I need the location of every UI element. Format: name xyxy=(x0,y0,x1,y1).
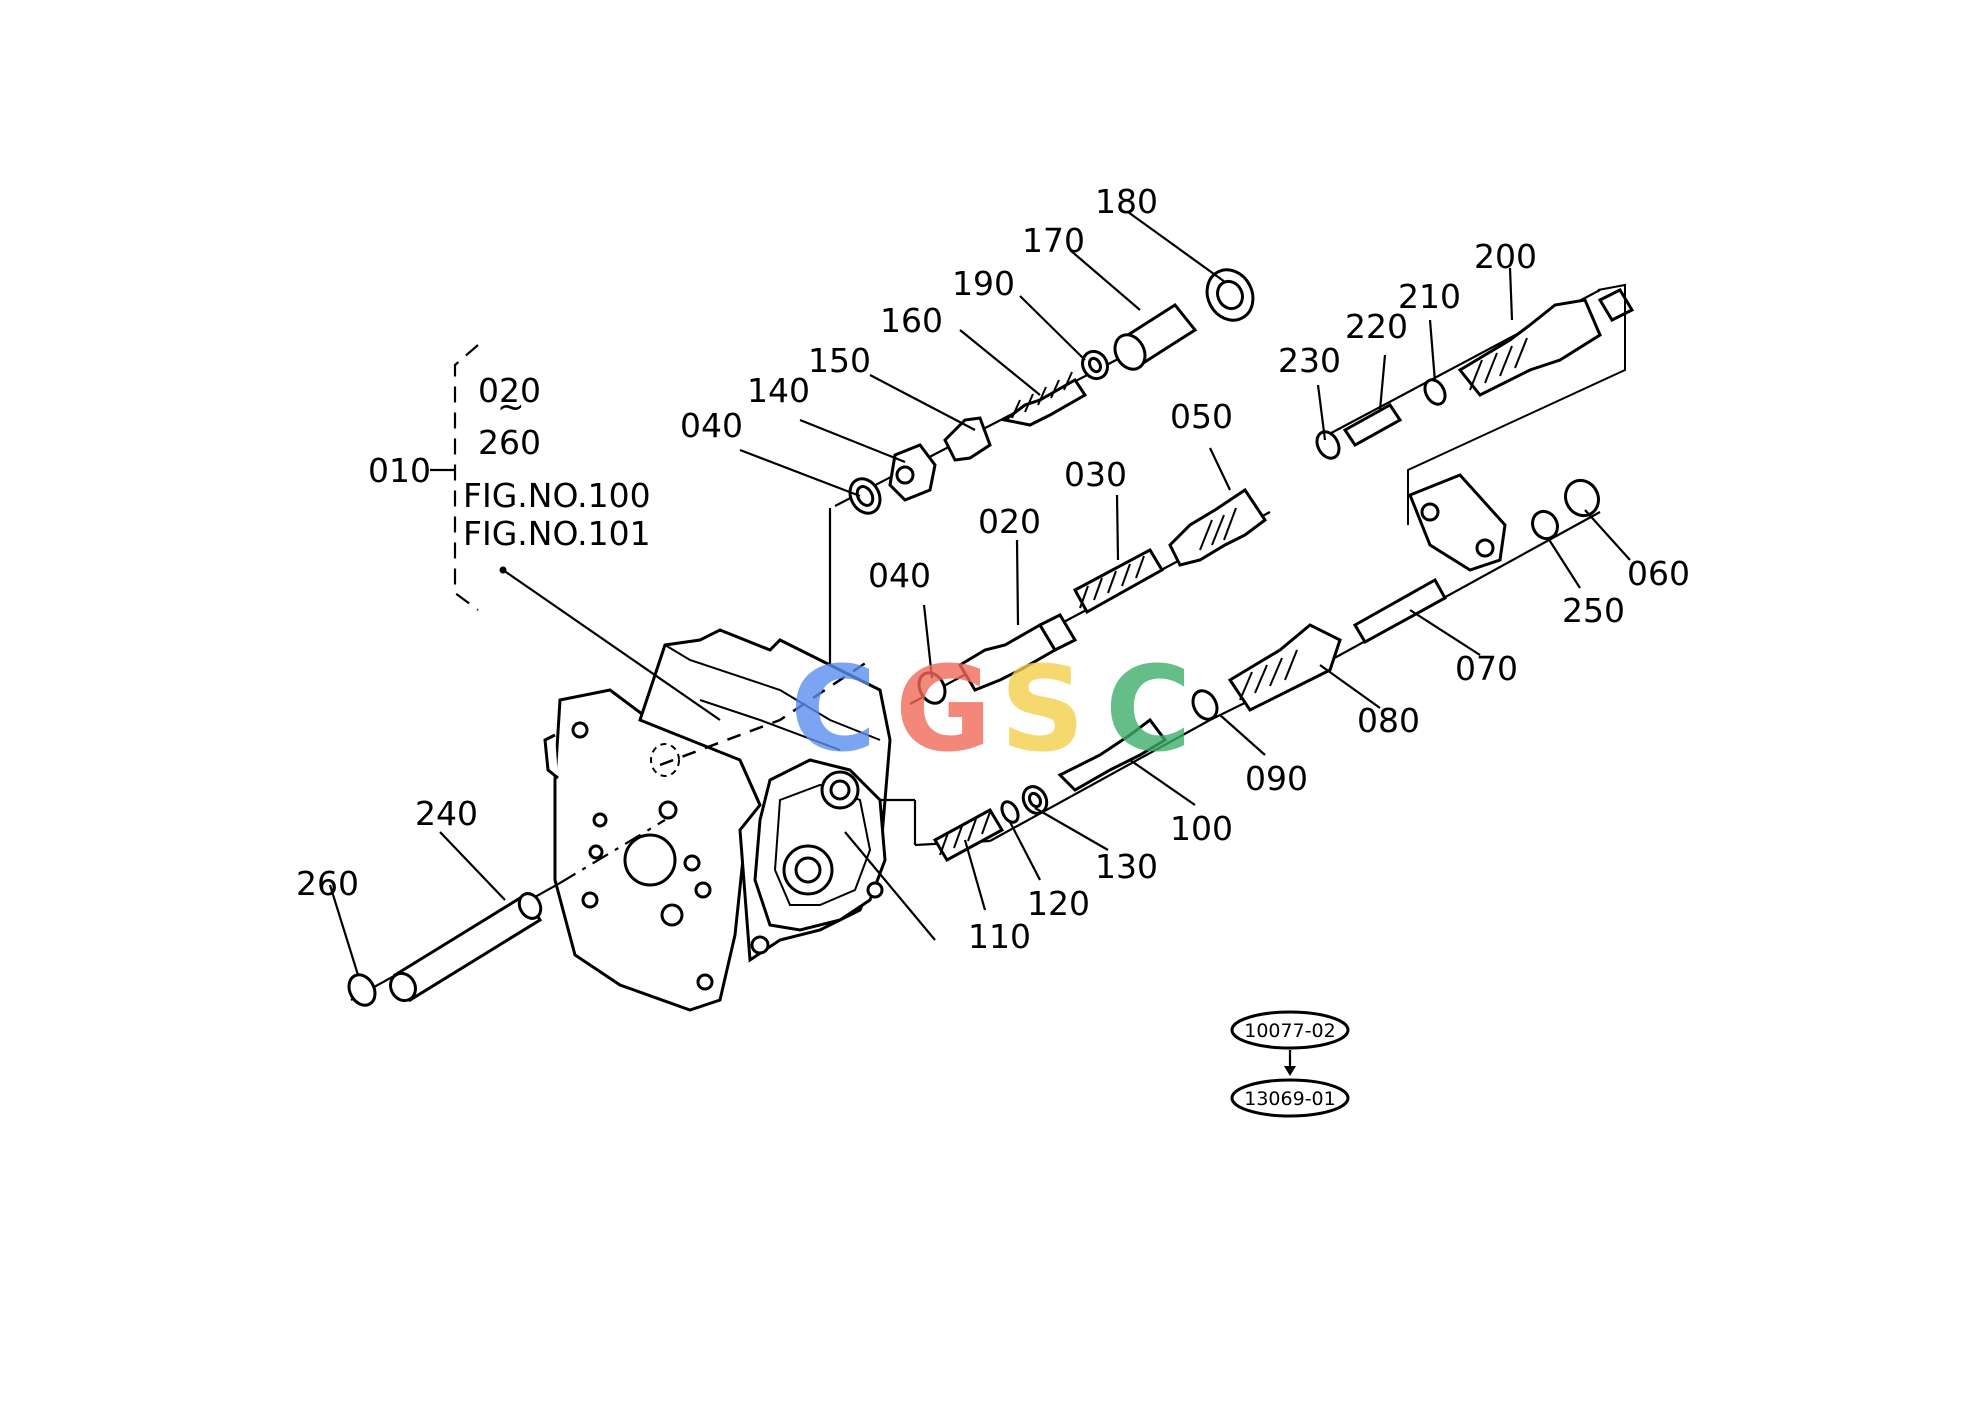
callout-110: 110 xyxy=(968,917,1031,956)
callout-200: 200 xyxy=(1474,237,1537,276)
callout-250: 250 xyxy=(1562,591,1625,630)
watermark-logo: C G S C xyxy=(790,640,1192,778)
callout-040-upper: 040 xyxy=(680,406,743,445)
callout-180: 180 xyxy=(1095,182,1158,221)
callout-160: 160 xyxy=(880,301,943,340)
callout-090: 090 xyxy=(1245,759,1308,798)
callout-040-middle: 040 xyxy=(868,556,931,595)
callout-070: 070 xyxy=(1455,649,1518,688)
fig-ref-100: FIG.NO.100 xyxy=(463,476,651,515)
upper-parts xyxy=(848,268,1255,515)
callout-220: 220 xyxy=(1345,307,1408,346)
callout-010: 010 xyxy=(368,451,431,490)
callout-210: 210 xyxy=(1398,277,1461,316)
callout-190: 190 xyxy=(952,264,1015,303)
leader-lines xyxy=(328,211,1631,976)
valve-housing xyxy=(543,628,892,1012)
upper-right-parts xyxy=(1315,283,1635,525)
callout-240: 240 xyxy=(415,794,478,833)
callout-030: 030 xyxy=(1064,455,1127,494)
callout-020: 020 xyxy=(978,502,1041,541)
reference-code-top: 10077-02 xyxy=(1244,1020,1335,1042)
callout-150: 150 xyxy=(808,341,871,380)
lower-parts xyxy=(347,473,1600,1007)
callout-230: 230 xyxy=(1278,341,1341,380)
callout-labels: 010 020 ~ 260 FIG.NO.100 FIG.NO.101 180 … xyxy=(296,182,1690,956)
watermark-letter: G xyxy=(895,640,992,778)
middle-parts xyxy=(917,487,1268,705)
callout-080: 080 xyxy=(1357,701,1420,740)
callout-260-group: 260 xyxy=(478,423,541,462)
callout-050: 050 xyxy=(1170,397,1233,436)
callout-260: 260 xyxy=(296,864,359,903)
group-bracket xyxy=(430,344,721,721)
callout-100: 100 xyxy=(1170,809,1233,848)
fig-ref-101: FIG.NO.101 xyxy=(463,514,651,553)
reference-codes: 10077-02 13069-01 xyxy=(1230,1010,1350,1118)
callout-060: 060 xyxy=(1627,554,1690,593)
callout-120: 120 xyxy=(1027,884,1090,923)
watermark-letter: C xyxy=(1105,640,1192,778)
callout-020-group: 020 xyxy=(478,371,541,410)
callout-140: 140 xyxy=(747,371,810,410)
reference-code-bottom: 13069-01 xyxy=(1244,1088,1335,1110)
range-tilde: ~ xyxy=(497,387,525,426)
callout-170: 170 xyxy=(1022,221,1085,260)
watermark-letter: C xyxy=(790,640,877,778)
callout-130: 130 xyxy=(1095,847,1158,886)
watermark-letter: S xyxy=(1000,640,1085,778)
